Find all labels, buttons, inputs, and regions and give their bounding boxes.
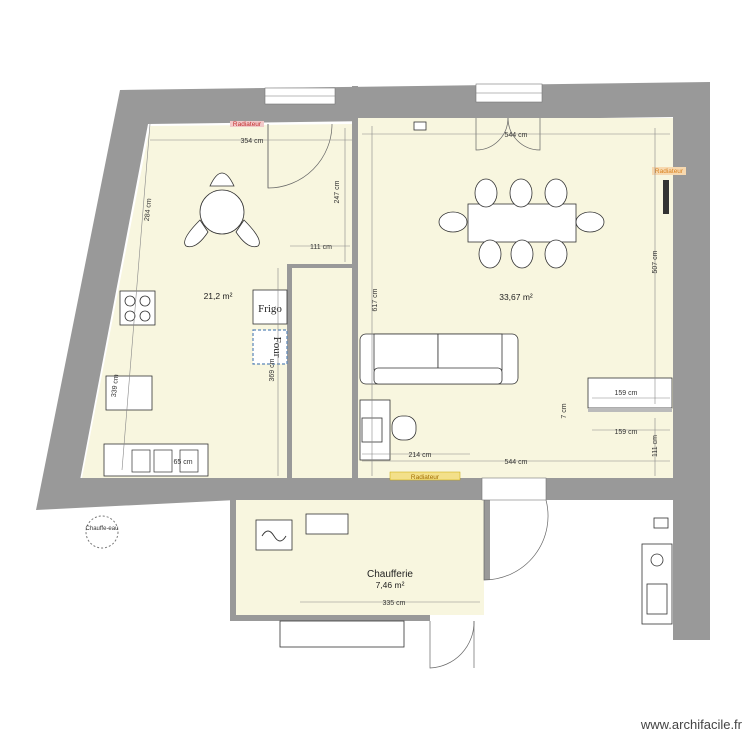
boiler-unit bbox=[255, 519, 293, 551]
oven-label: Four bbox=[271, 337, 283, 358]
radiator-living-bottom bbox=[389, 471, 461, 481]
radiator-living-bottom-label: Radiateur bbox=[411, 474, 440, 481]
wall-shelf bbox=[663, 180, 669, 214]
dim-kitchen-lower-mid: 369 cm bbox=[269, 358, 276, 381]
dim-living-left: 617 cm bbox=[372, 288, 379, 311]
door-exit bbox=[483, 499, 549, 581]
living-furniture bbox=[359, 121, 673, 461]
dim-living-shelf1: 159 cm bbox=[615, 390, 638, 397]
round-table bbox=[199, 189, 245, 235]
doors bbox=[267, 117, 549, 669]
outer-wall bbox=[36, 82, 710, 640]
boiler-floor bbox=[236, 500, 484, 615]
chair-right bbox=[235, 219, 260, 248]
dim-kitchen-door-v: 247 cm bbox=[334, 180, 341, 203]
chair-left bbox=[184, 219, 209, 248]
fridge bbox=[252, 289, 288, 325]
dining-table bbox=[467, 203, 577, 243]
dim-kitchen-left: 284 cm bbox=[144, 198, 153, 222]
kitchen-furniture: Frigo Four bbox=[103, 172, 288, 477]
boiler-name: Chaufferie bbox=[367, 569, 413, 580]
dim-living-right-low: 111 cm bbox=[652, 435, 659, 457]
dim-living-top: 544 cm bbox=[505, 132, 528, 139]
windows bbox=[264, 83, 547, 501]
outside-bench bbox=[279, 620, 405, 648]
dim-living-shelf2: 159 cm bbox=[615, 429, 638, 436]
kitchen-area: 21,2 m² bbox=[204, 291, 233, 301]
stove bbox=[119, 290, 156, 326]
door-kitchen bbox=[267, 123, 333, 189]
boiler-wall-bottom bbox=[230, 615, 430, 621]
dim-kitchen-bottom: 65 cm bbox=[173, 459, 192, 466]
bottom-wall bbox=[80, 478, 680, 500]
dimension-lines bbox=[121, 123, 670, 603]
sink-counter bbox=[103, 443, 209, 477]
boiler-wall-left bbox=[230, 500, 236, 620]
corridor-wall-top bbox=[287, 264, 355, 268]
dim-living-bottom-inner: 214 cm bbox=[409, 452, 432, 459]
boiler-area: 7,46 m² bbox=[376, 580, 405, 590]
boiler-furniture bbox=[255, 513, 349, 551]
shelf-upper bbox=[587, 377, 673, 409]
dim-living-right: 507 cm bbox=[652, 250, 659, 273]
dim-kitchen-top: 354 cm bbox=[241, 138, 264, 145]
dim-kitchen-inner-h: 111 cm bbox=[310, 244, 332, 251]
exterior-items: Chauffe-eau bbox=[85, 515, 673, 648]
radiator-living-right bbox=[652, 167, 686, 175]
corridor-wall bbox=[287, 266, 292, 480]
opening-boiler bbox=[481, 477, 547, 501]
water-heater bbox=[85, 515, 119, 549]
door-boiler bbox=[429, 620, 475, 669]
towel-radiator bbox=[413, 121, 427, 131]
desk bbox=[359, 399, 391, 461]
living-area: 33,67 m² bbox=[499, 292, 533, 302]
oven bbox=[252, 329, 288, 365]
dim-living-gap: 7 cm bbox=[561, 403, 568, 418]
radiator-kitchen bbox=[230, 121, 264, 127]
water-heater-label: Chauffe-eau bbox=[86, 526, 119, 532]
dimension-labels: 354 cm 284 cm 247 cm 111 cm 339 cm 369 c… bbox=[111, 132, 659, 607]
chair-top bbox=[209, 172, 235, 187]
door-living bbox=[475, 117, 509, 151]
radiator-kitchen-label: Radiateur bbox=[233, 121, 262, 128]
room-labels: 21,2 m² 33,67 m² Chaufferie 7,46 m² bbox=[204, 291, 533, 590]
door-living2 bbox=[507, 117, 541, 151]
fridge-label: Frigo bbox=[258, 303, 282, 315]
shelf-lower bbox=[588, 408, 672, 412]
watermark: www.archifacile.fr bbox=[640, 717, 742, 732]
radiators: Radiateur Radiateur Radiateur bbox=[230, 121, 686, 481]
desk-chair bbox=[391, 415, 417, 441]
dim-living-bottom: 544 cm bbox=[505, 459, 528, 466]
boiler-wall-right bbox=[484, 500, 490, 580]
corridor-floor bbox=[292, 268, 352, 478]
radiator-living-right-label: Radiateur bbox=[655, 168, 684, 175]
dim-kitchen-lower-left: 339 cm bbox=[111, 374, 120, 398]
mid-wall bbox=[352, 86, 358, 480]
boiler-shelf bbox=[305, 513, 349, 535]
dim-boiler-bottom: 335 cm bbox=[383, 600, 406, 607]
